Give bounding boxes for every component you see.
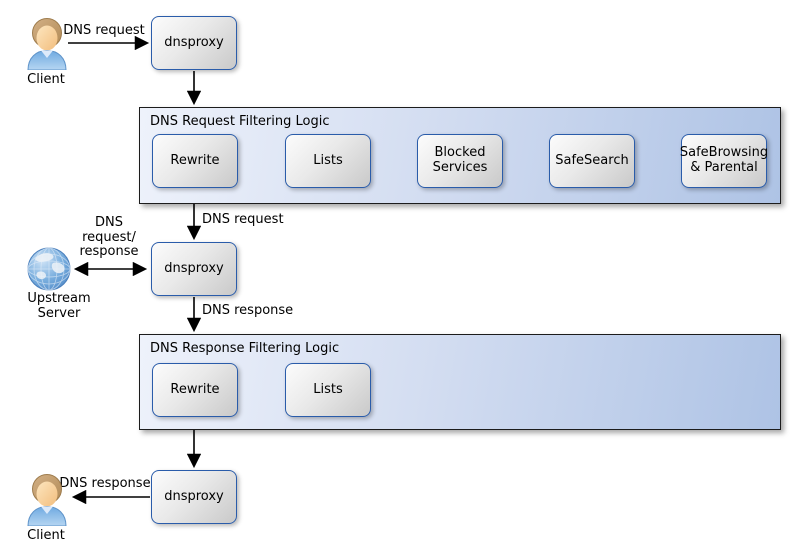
edge-label-dns-response-mid: DNS response xyxy=(202,303,294,318)
step-rewrite-label: Rewrite xyxy=(170,152,220,168)
person-icon xyxy=(27,474,67,526)
step-rewrite2-label: Rewrite xyxy=(170,381,220,397)
response-panel-title: DNS Response Filtering Logic xyxy=(150,341,340,356)
dnsproxy3-label: dnsproxy xyxy=(164,488,224,504)
edge-label-upstream-exchange: DNS request/ response xyxy=(79,215,139,260)
request-panel-title: DNS Request Filtering Logic xyxy=(150,114,330,129)
client-top-label: Client xyxy=(27,72,65,87)
dnsproxy3-node: dnsproxy xyxy=(151,470,237,524)
step-rewrite2: Rewrite xyxy=(152,363,238,417)
dnsproxy2-node: dnsproxy xyxy=(151,242,237,296)
dnsproxy2-label: dnsproxy xyxy=(164,260,224,276)
edge-label-dns-request-mid: DNS request xyxy=(202,212,284,227)
globe-icon xyxy=(27,247,71,291)
upstream-server-label: Upstream Server xyxy=(27,291,91,321)
step-blocked-services-label: Blocked Services xyxy=(432,145,488,175)
step-blocked-services: Blocked Services xyxy=(417,134,503,188)
step-lists: Lists xyxy=(285,134,371,188)
client-bottom-label: Client xyxy=(27,528,65,543)
dnsproxy1-label: dnsproxy xyxy=(164,34,224,50)
step-lists2-label: Lists xyxy=(313,381,343,397)
step-lists2: Lists xyxy=(285,363,371,417)
step-rewrite: Rewrite xyxy=(152,134,238,188)
response-filtering-panel: DNS Response Filtering Logic xyxy=(139,334,781,430)
dnsproxy1-node: dnsproxy xyxy=(151,16,237,70)
step-safesearch: SafeSearch xyxy=(549,134,635,188)
step-safesearch-label: SafeSearch xyxy=(555,152,629,168)
step-lists-label: Lists xyxy=(313,152,343,168)
step-safebrowsing-parental-label: SafeBrowsing & Parental xyxy=(679,145,769,175)
edge-label-dns-response-bottom: DNS response xyxy=(59,476,151,491)
person-icon xyxy=(27,18,67,70)
edge-label-dns-request-top: DNS request xyxy=(63,23,145,38)
step-safebrowsing-parental: SafeBrowsing & Parental xyxy=(679,134,769,188)
